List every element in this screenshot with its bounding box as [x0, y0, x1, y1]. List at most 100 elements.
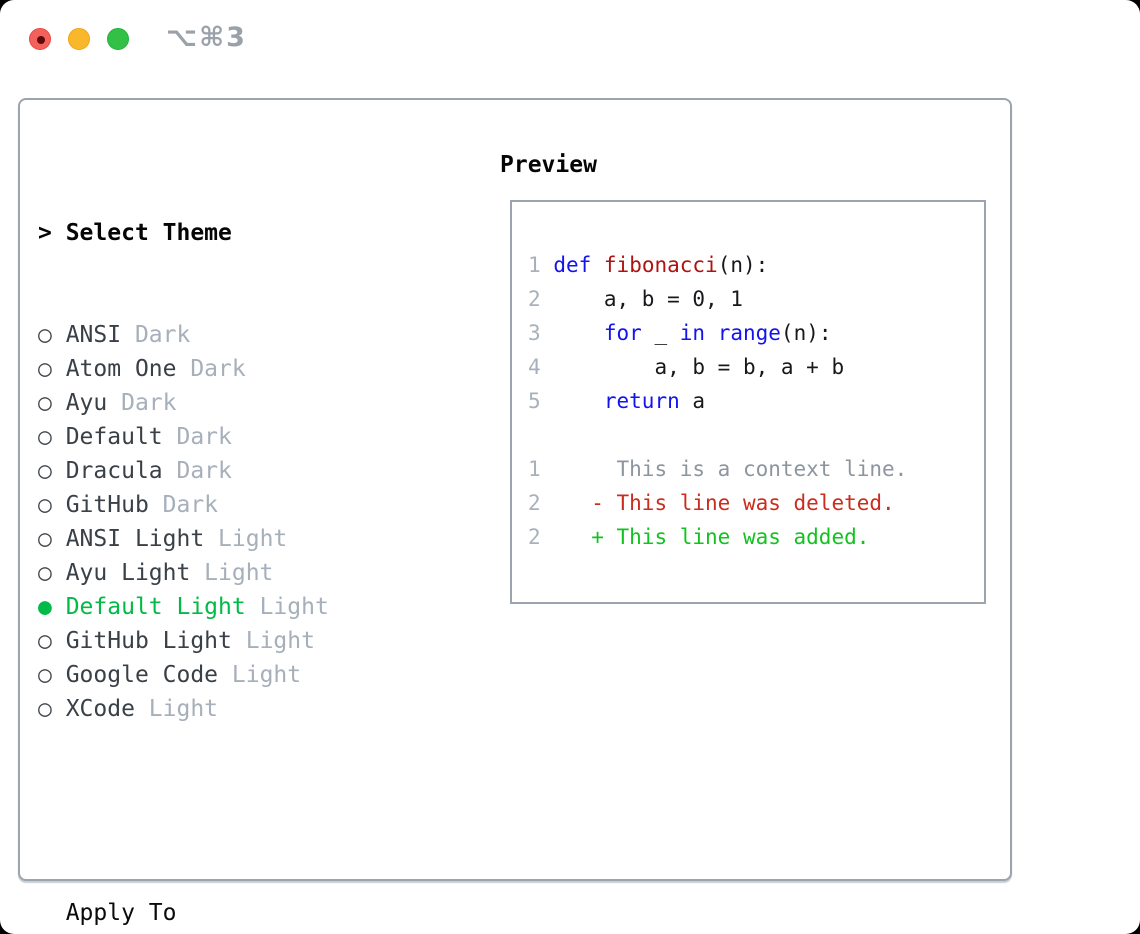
theme-variant: Light — [231, 662, 302, 688]
line-number: 4 — [528, 355, 541, 379]
theme-variant: Light — [245, 628, 315, 654]
code-segment: _ — [641, 321, 680, 345]
code-segment: fibonacci — [603, 253, 718, 277]
line-number: 2 — [528, 287, 541, 311]
radio-unselected-icon: ○ — [38, 696, 52, 722]
theme-name: GitHub — [65, 492, 149, 518]
theme-option-ansi[interactable]: ○ ANSI Dark — [38, 318, 426, 352]
theme-variant: Light — [259, 594, 329, 620]
radio-unselected-icon: ○ — [38, 356, 52, 382]
code-line: 1 This is a context line. — [528, 452, 984, 486]
code-line: 1 def fibonacci(n): — [528, 248, 984, 282]
theme-name: Google Code — [65, 662, 219, 688]
code-line: 5 return a — [528, 384, 984, 418]
select-theme-header: >Select Theme — [38, 216, 426, 250]
theme-name: Dracula — [65, 458, 163, 484]
code-line: 2 a, b = 0, 1 — [528, 282, 984, 316]
theme-option-google-code[interactable]: ○ Google Code Light — [38, 658, 426, 692]
code-line: 3 for _ in range(n): — [528, 316, 984, 350]
theme-option-ayu-light[interactable]: ○ Ayu Light Light — [38, 556, 426, 590]
radio-unselected-icon: ○ — [38, 628, 52, 654]
spacer — [38, 794, 426, 828]
line-number: 3 — [528, 321, 541, 345]
code-segment: (n): — [780, 321, 832, 345]
code-segment: a — [679, 389, 706, 413]
code-segment: a, b = 0, 1 — [540, 287, 743, 311]
theme-variant: Dark — [190, 356, 246, 382]
radio-unselected-icon: ○ — [38, 492, 52, 518]
code-segment: return — [603, 389, 680, 413]
code-segment — [591, 253, 604, 277]
theme-option-ansi-light[interactable]: ○ ANSI Light Light — [38, 522, 426, 556]
code-line: 2 - This line was deleted. — [528, 486, 984, 520]
theme-name: Atom One — [65, 356, 177, 382]
code-segment: in — [679, 321, 706, 345]
code-segment: + This line was added. — [540, 525, 870, 549]
theme-name: Default Light — [65, 594, 246, 620]
theme-option-default[interactable]: ○ Default Dark — [38, 420, 426, 454]
code-segment — [705, 321, 718, 345]
window-shortcut-label: ⌥⌘3 — [166, 22, 247, 53]
theme-name: ANSI Light — [65, 526, 205, 552]
theme-variant: Light — [148, 696, 219, 722]
theme-variant: Dark — [162, 492, 219, 518]
radio-selected-icon: ● — [38, 594, 52, 620]
radio-unselected-icon: ○ — [38, 322, 52, 348]
code-segment: a, b = b, a + b — [540, 355, 845, 379]
theme-name: Ayu Light — [65, 560, 191, 586]
theme-option-ayu[interactable]: ○ Ayu Dark — [38, 386, 426, 420]
radio-unselected-icon: ○ — [38, 560, 52, 586]
theme-name: XCode — [65, 696, 135, 722]
code-segment — [541, 321, 604, 345]
radio-unselected-icon: ○ — [38, 526, 52, 552]
code-line — [528, 418, 984, 452]
code-segment: (n): — [717, 253, 769, 277]
theme-name: ANSI — [65, 322, 122, 348]
theme-option-default-light[interactable]: ● Default Light Light — [38, 590, 426, 624]
radio-unselected-icon: ○ — [38, 424, 52, 450]
code-segment: range — [717, 321, 781, 345]
code-line: 4 a, b = b, a + b — [528, 350, 984, 384]
theme-variant: Dark — [176, 424, 232, 450]
minimize-button[interactable] — [68, 28, 90, 50]
theme-name: Default — [65, 424, 163, 450]
theme-variant: Dark — [134, 322, 191, 348]
theme-option-xcode[interactable]: ○ XCode Light — [38, 692, 426, 726]
theme-name: GitHub Light — [65, 628, 232, 654]
radio-unselected-icon: ○ — [38, 662, 52, 688]
theme-option-github[interactable]: ○ GitHub Dark — [38, 488, 426, 522]
modified-dot-icon — [37, 36, 45, 44]
theme-option-github-light[interactable]: ○ GitHub Light Light — [38, 624, 426, 658]
code-line: 2 + This line was added. — [528, 520, 984, 554]
cursor-prompt-icon: > — [38, 220, 52, 246]
theme-variant: Dark — [176, 458, 232, 484]
theme-variant: Light — [204, 560, 274, 586]
radio-unselected-icon: ○ — [38, 390, 52, 416]
theme-name: Ayu — [65, 390, 108, 416]
line-number: 2 — [528, 525, 541, 549]
apply-to-header: Apply To — [65, 900, 177, 926]
maximize-button[interactable] — [107, 28, 129, 50]
code-segment: - This line was deleted. — [540, 491, 895, 515]
preview-header: Preview — [500, 152, 597, 178]
window-controls — [29, 28, 129, 50]
theme-variant: Dark — [121, 390, 177, 416]
close-button[interactable] — [29, 28, 51, 50]
code-segment — [541, 253, 554, 277]
line-number: 5 — [528, 389, 541, 413]
code-segment: def — [553, 253, 592, 277]
code-segment: for — [603, 321, 642, 345]
theme-variant: Light — [218, 526, 288, 552]
line-number: 1 — [528, 457, 541, 481]
line-number: 2 — [528, 491, 541, 515]
code-segment: This is a context line. — [540, 457, 908, 481]
theme-option-atom-one[interactable]: ○ Atom One Dark — [38, 352, 426, 386]
